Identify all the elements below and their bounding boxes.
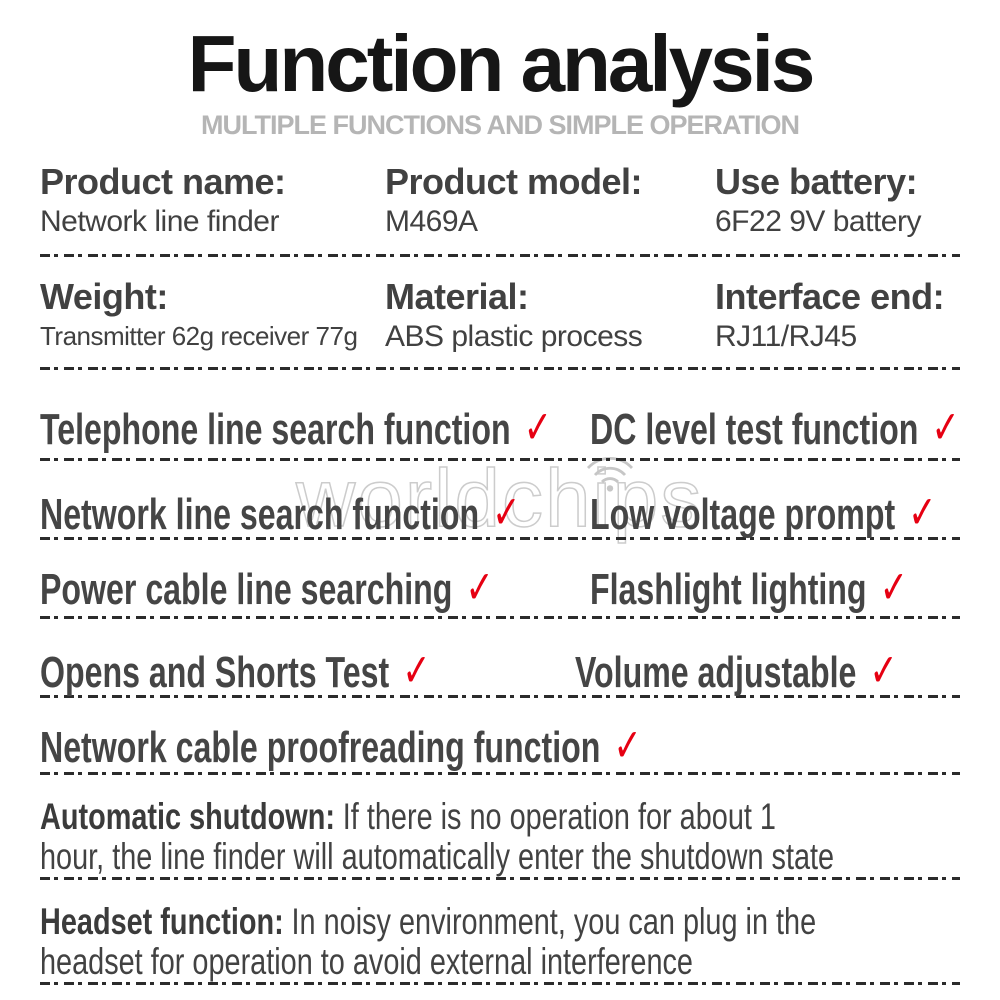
check-icon: ✓ — [402, 643, 431, 697]
spec-value: Transmitter 62g receiver 77g — [40, 321, 358, 351]
feature-network-line-search: Network line search function✓ — [40, 485, 590, 539]
feature-cable-proofreading: Network cable proofreading function✓ — [40, 722, 642, 770]
dashed-divider — [40, 458, 960, 461]
spec-label: Weight: — [40, 276, 168, 317]
feature-row-2: Network line search function✓ Low voltag… — [40, 461, 960, 537]
feature-label: Network cable proofreading function — [40, 723, 601, 772]
feature-telephone-line-search: Telephone line search function✓ — [40, 400, 590, 454]
check-icon: ✓ — [465, 560, 494, 614]
spec-label: Product name: — [40, 161, 286, 202]
spec-label: Interface end: — [715, 276, 945, 317]
check-icon: ✓ — [869, 643, 898, 697]
dashed-divider — [40, 695, 960, 698]
feature-row-1: Telephone line search function✓ DC level… — [40, 370, 960, 458]
dashed-divider — [40, 877, 960, 880]
note-text: In noisy environment, you can plug in th… — [291, 901, 817, 942]
feature-label: Network line search function — [40, 490, 480, 539]
content: Product name: Network line finder Produc… — [0, 140, 1000, 985]
spec-value: M469A — [385, 205, 478, 238]
spec-value: 6F22 9V battery — [715, 205, 921, 238]
spec-value: RJ11/RJ45 — [715, 320, 857, 353]
dashed-divider — [40, 982, 960, 985]
note-lead: Automatic shutdown: — [40, 796, 335, 837]
spec-weight: Weight: Transmitter 62g receiver 77g — [40, 277, 385, 355]
check-icon: ✓ — [931, 400, 960, 454]
spec-label: Use battery: — [715, 161, 918, 202]
spec-row-physical: Weight: Transmitter 62g receiver 77g Mat… — [40, 257, 960, 367]
dashed-divider — [40, 537, 960, 540]
note-text: headset for operation to avoid external … — [40, 941, 693, 982]
spec-interface-end: Interface end: RJ11/RJ45 — [715, 277, 960, 355]
dashed-divider — [40, 616, 960, 619]
feature-power-cable-searching: Power cable line searching✓ — [40, 560, 590, 614]
note-text: If there is no operation for about 1 — [342, 796, 776, 837]
spec-material: Material: ABS plastic process — [385, 277, 715, 355]
spec-value: Network line finder — [40, 205, 279, 238]
spec-value: ABS plastic process — [385, 320, 643, 353]
feature-row-4: Opens and Shorts Test✓ Volume adjustable… — [40, 619, 960, 695]
spec-row-product: Product name: Network line finder Produc… — [40, 140, 960, 254]
page-title: Function analysis — [187, 19, 816, 108]
feature-label: Low voltage prompt — [590, 490, 896, 539]
check-icon: ✓ — [908, 485, 937, 539]
dashed-divider — [40, 772, 960, 775]
spec-product-model: Product model: M469A — [385, 162, 715, 240]
feature-label: Opens and Shorts Test — [40, 648, 390, 697]
feature-row-5: Network cable proofreading function✓ — [40, 698, 960, 772]
dashed-divider — [40, 367, 960, 370]
spec-use-battery: Use battery: 6F22 9V battery — [715, 162, 960, 240]
auto-shutdown-note: Automatic shutdown:If there is no operat… — [40, 775, 960, 877]
feature-row-3: Power cable line searching✓ Flashlight l… — [40, 540, 960, 616]
note-text: hour, the line finder will automatically… — [40, 836, 835, 877]
feature-flashlight-lighting: Flashlight lighting✓ — [590, 560, 1000, 614]
note-lead: Headset function: — [40, 901, 284, 942]
feature-label: Flashlight lighting — [590, 565, 867, 614]
check-icon: ✓ — [523, 400, 552, 454]
headset-function-note: Headset function:In noisy environment, y… — [40, 880, 960, 982]
check-icon: ✓ — [879, 560, 908, 614]
feature-label: Power cable line searching — [40, 565, 453, 614]
page-subtitle: MULTIPLE FUNCTIONS AND SIMPLE OPERATION — [201, 110, 800, 140]
feature-opens-shorts-test: Opens and Shorts Test✓ — [40, 643, 575, 697]
check-icon: ✓ — [492, 485, 521, 539]
feature-label: Volume adjustable — [574, 648, 857, 697]
check-icon: ✓ — [613, 718, 642, 772]
spec-label: Product model: — [385, 161, 643, 202]
feature-low-voltage-prompt: Low voltage prompt✓ — [590, 485, 1000, 539]
feature-label: DC level test function — [590, 405, 919, 454]
feature-volume-adjustable: Volume adjustable✓ — [574, 643, 1000, 697]
feature-dc-level-test: DC level test function✓ — [590, 400, 1000, 454]
dashed-divider — [40, 254, 960, 257]
feature-label: Telephone line search function — [40, 405, 511, 454]
header: Function analysis MULTIPLE FUNCTIONS AND… — [0, 0, 1000, 141]
spec-product-name: Product name: Network line finder — [40, 162, 385, 240]
spec-label: Material: — [385, 276, 529, 317]
